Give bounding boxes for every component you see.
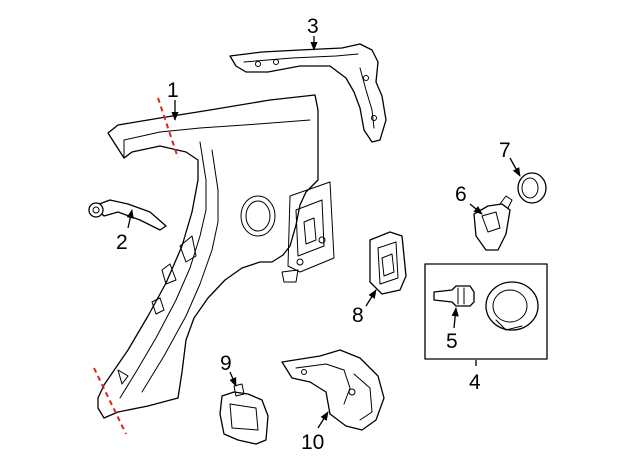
assembly-box-part-4 [424, 263, 548, 360]
callout-1: 1 [167, 79, 179, 102]
leader-7 [509, 157, 521, 177]
leader-9 [229, 371, 237, 387]
fuel-door-part-4 [485, 281, 539, 331]
callout-8: 8 [352, 304, 364, 327]
reinforcement-part-3 [229, 43, 387, 143]
cut-line-lower [93, 367, 127, 435]
leader-8 [365, 289, 377, 307]
cut-line-upper [157, 97, 179, 159]
hinge-part-2 [88, 199, 167, 231]
callout-5: 5 [446, 330, 458, 353]
leader-5 [451, 307, 459, 329]
callout-2: 2 [116, 231, 128, 254]
extension-part-10 [281, 349, 385, 431]
leader-2 [126, 209, 134, 229]
callout-6: 6 [455, 183, 467, 206]
callout-9: 9 [220, 352, 232, 375]
cap-part-7 [517, 172, 547, 204]
leader-10 [317, 411, 329, 429]
leader-6 [469, 203, 483, 215]
plate-part-9 [219, 383, 269, 445]
bracket-part-6 [473, 195, 513, 251]
quarter-panel-part-1 [97, 94, 335, 419]
housing-part-8 [369, 231, 407, 295]
callout-10: 10 [301, 431, 324, 454]
callout-7: 7 [499, 139, 511, 162]
callout-4: 4 [469, 371, 481, 394]
callout-3: 3 [307, 15, 319, 38]
lock-cylinder-part-5 [433, 285, 475, 307]
